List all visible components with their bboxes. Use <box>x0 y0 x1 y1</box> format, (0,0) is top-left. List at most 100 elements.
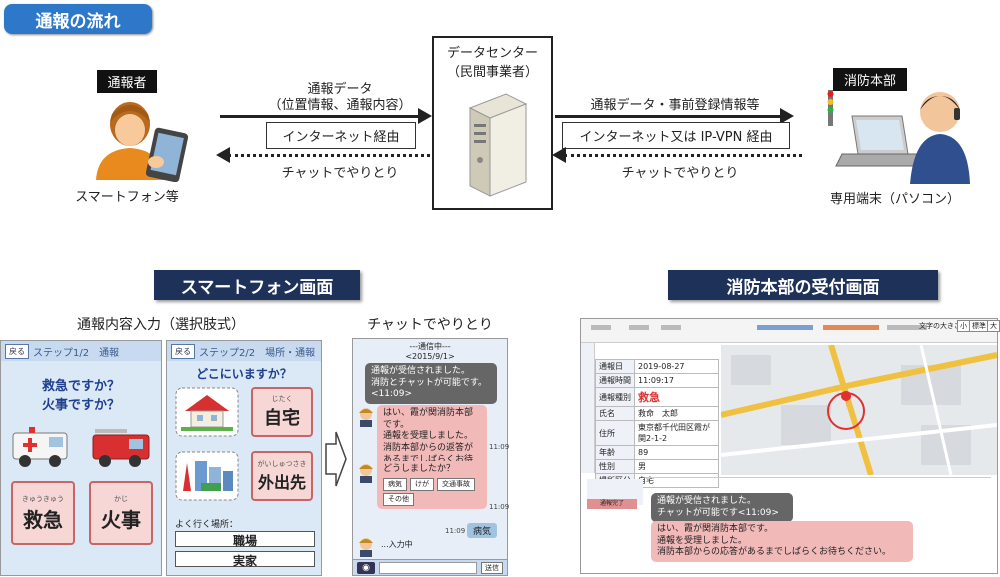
left-flow-box: インターネット経由 <box>266 122 416 149</box>
toolbar-item[interactable] <box>629 325 649 330</box>
option-traffic-accident[interactable]: 交通事故 <box>437 477 475 491</box>
font-size-standard[interactable]: 標準 <box>969 320 989 332</box>
fire-truck-icon <box>92 429 150 467</box>
home-button[interactable]: じたく 自宅 <box>251 387 313 437</box>
row-key: 通報種別 <box>595 387 635 407</box>
page-title: 通報の流れ <box>4 4 152 34</box>
chat-time-2: 11:09 <box>489 503 510 511</box>
step-label: ステップ1/2 通報 <box>33 347 120 359</box>
toolbar-item[interactable] <box>823 325 879 330</box>
camera-icon[interactable]: ◉ <box>357 562 375 574</box>
home-ruby: じたく <box>271 395 293 403</box>
row-key: 性別 <box>595 459 635 474</box>
location-question: どこにいますか？ <box>196 367 292 381</box>
operator-icon <box>827 90 970 184</box>
city-icon <box>175 451 239 501</box>
chat-status: ---通信中--- <box>409 342 451 351</box>
row-key: 住所 <box>595 420 635 446</box>
row-key: 通報日 <box>595 359 635 374</box>
right-dotted-line <box>564 154 802 157</box>
fire-hq-caption: 専用端末（パソコン） <box>829 192 960 207</box>
emergency-ruby: きゅうきゅう <box>22 494 64 503</box>
next-arrow-icon <box>325 431 347 487</box>
screen1: 戻る ステップ1/2 通報 救急ですか？ 火事ですか？ きゅうきゅう 救急 かじ… <box>0 340 162 576</box>
home-label: 自宅 <box>264 408 300 429</box>
left-flow-top-line2: （位置情報、通報内容） <box>268 98 412 113</box>
caller-tag: 通報者 <box>97 70 157 93</box>
row-value: 東京都千代田区霞が関2-1-2 <box>634 420 719 446</box>
send-button[interactable]: 送信 <box>481 562 503 574</box>
left-dotted-line <box>228 154 430 157</box>
fire-button[interactable]: かじ 火事 <box>89 481 153 545</box>
firefighter-avatar-icon <box>359 538 373 557</box>
arrow-left-icon <box>216 147 230 163</box>
reception-message-system: 通報が受信されました。 チャットが可能です<11:09> <box>651 493 793 523</box>
fire-label: 火事 <box>101 507 141 532</box>
emergency-label: 救急 <box>23 507 63 532</box>
row-key: 通報時間 <box>595 373 635 388</box>
screen1-stepbar: 戻る ステップ1/2 通報 <box>1 341 161 361</box>
toolbar-item[interactable] <box>591 325 611 330</box>
font-size-large[interactable]: 大 <box>987 320 1000 332</box>
row-value: 89 <box>634 445 719 460</box>
row-value: 男 <box>634 459 719 474</box>
screen2-stepbar: 戻る ステップ2/2 場所・通報 <box>167 341 321 361</box>
caller-caption: スマートフォン等 <box>75 190 179 205</box>
server-icon <box>468 93 528 197</box>
row-value: 自宅 <box>634 473 719 488</box>
screen2: 戻る ステップ2/2 場所・通報 どこにいますか？ じたく 自宅 がいしゅつさき… <box>166 340 322 576</box>
back-button[interactable]: 戻る <box>171 343 195 359</box>
smartphone-section-header: スマートフォン画面 <box>154 270 360 300</box>
firefighter-avatar-icon <box>359 408 373 427</box>
question-1: 救急ですか？ <box>41 379 120 394</box>
chat-screen: ---通信中--- <2015/9/1> 通報が受信されました。 消防とチャット… <box>352 338 510 576</box>
report-complete-button[interactable]: 通報完了 <box>587 499 637 509</box>
map-view[interactable] <box>721 345 997 475</box>
right-solid-line <box>555 115 785 118</box>
arrow-right-icon <box>418 108 432 124</box>
fire-ruby: かじ <box>114 494 128 503</box>
chat-time-3: 11:09 <box>445 527 466 535</box>
outside-label: 外出先 <box>257 473 306 492</box>
row-key: 氏名 <box>595 406 635 421</box>
back-button[interactable]: 戻る <box>5 343 29 359</box>
ambulance-icon <box>12 427 68 467</box>
option-injury[interactable]: けが <box>410 477 434 491</box>
typing-indicator: ...入力中 <box>381 540 413 549</box>
option-other[interactable]: その他 <box>383 492 414 506</box>
frequent-places-label: よく行く場所： <box>175 520 239 530</box>
chat-reply-user: 病気 <box>467 523 498 538</box>
toolbar-item[interactable] <box>661 325 681 330</box>
table-row: 住所東京都千代田区霞が関2-1-2 <box>595 420 719 446</box>
arrow-right-icon <box>780 108 794 124</box>
outside-button[interactable]: がいしゅつさき 外出先 <box>251 451 313 501</box>
emergency-button[interactable]: きゅうきゅう 救急 <box>11 481 75 545</box>
reception-message-firedept: はい、霞が関消防本部です。 通報を受理しました。 消防本部からの応答があるまでし… <box>651 521 913 563</box>
chat-date: <2015/9/1> <box>405 352 455 361</box>
datacenter-line1: データセンター <box>446 46 538 61</box>
reception-section-header: 消防本部の受付画面 <box>668 270 938 300</box>
location-pin-icon <box>841 391 852 415</box>
option-illness[interactable]: 病気 <box>383 477 407 491</box>
input-caption: 通報内容入力（選択肢式） <box>77 317 245 333</box>
font-size-label: 文字の大きさ <box>919 322 961 330</box>
divider <box>645 477 991 478</box>
place-family-home-button[interactable]: 実家 <box>175 551 315 568</box>
reception-left-rail <box>581 343 595 473</box>
chat-input-bar: ◉ 送信 <box>353 559 507 575</box>
firefighter-avatar-icon <box>359 464 373 483</box>
chat-caption: チャットでやりとり <box>367 317 493 333</box>
toolbar-item[interactable] <box>887 325 927 330</box>
right-flow-bottom: チャットでやりとり <box>621 166 739 181</box>
place-work-button[interactable]: 職場 <box>175 531 315 548</box>
chat-message-system: 通報が受信されました。 消防とチャットが可能です。 <11:09> <box>365 363 497 405</box>
row-value: 11:09:17 <box>634 373 719 388</box>
row-key: 年齢 <box>595 445 635 460</box>
chat-input[interactable] <box>379 562 477 574</box>
left-flow-top-line1: 通報データ <box>307 82 373 97</box>
toolbar-item[interactable] <box>757 325 813 330</box>
